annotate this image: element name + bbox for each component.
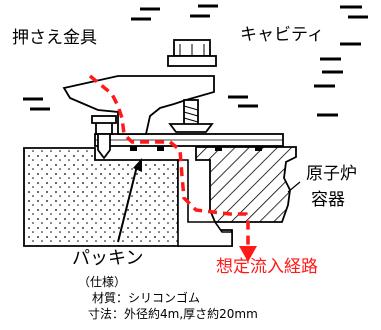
- assumed-path-label: 想定流入経路: [216, 257, 318, 277]
- gap-channel: [177, 159, 233, 247]
- reactor-vessel-label-2: 容器: [311, 190, 345, 210]
- vessel-leader: [287, 181, 301, 193]
- packing-pointer-head: [133, 158, 142, 172]
- reactor-vessel-flange: [195, 146, 297, 223]
- clamp-label: 押さえ金具: [12, 28, 97, 48]
- clamp-fitting: [62, 39, 217, 160]
- assumed-leak-path: [88, 74, 250, 248]
- base-plate: [94, 133, 284, 147]
- packing-pointer: [117, 165, 138, 243]
- spec-material: 材質：シリコンゴム: [92, 290, 200, 305]
- water-surface-marks: [23, 4, 368, 117]
- reactor-vessel-label-1: 原子炉: [306, 164, 357, 184]
- leak-arrowhead: [239, 246, 257, 262]
- spec-heading: （仕様）: [78, 275, 126, 289]
- spec-dimensions: 寸法：外径約4m,厚さ約20mm: [88, 306, 258, 321]
- packing-seals: [130, 146, 262, 151]
- cavity-label: キャビティ: [240, 25, 324, 45]
- packing-label: パッキン: [72, 248, 143, 269]
